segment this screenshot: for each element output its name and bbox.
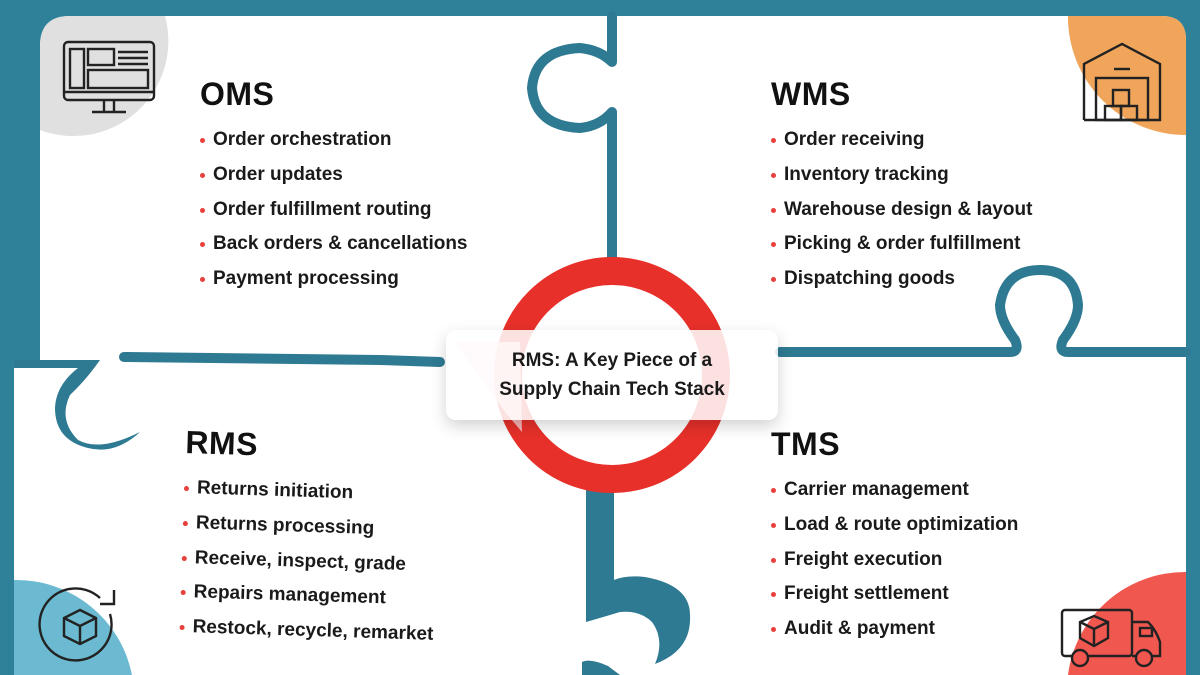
bullet-icon: [771, 172, 776, 178]
list-item: Freight execution: [771, 543, 1018, 578]
bullet-icon: [183, 485, 190, 492]
list-item: Order receiving: [771, 123, 1032, 158]
rms-corner-circle: [14, 579, 132, 675]
wms-title: WMS: [771, 76, 851, 112]
bullet-icon: [771, 207, 776, 213]
rms-section: RMS Returns initiation Returns processin…: [179, 424, 440, 653]
list-item: Carrier management: [771, 473, 1018, 508]
tms-corner-circle: [1068, 571, 1186, 675]
wms-section: WMS Order receiving Inventory tracking W…: [771, 76, 1032, 297]
bullet-icon: [200, 242, 205, 248]
list-item: Picking & order fulfillment: [771, 227, 1032, 262]
list-item: Dispatching goods: [771, 262, 1032, 297]
tms-section: TMS Carrier management Load & route opti…: [771, 426, 1018, 647]
bullet-icon: [771, 138, 776, 143]
wms-list: Order receiving Inventory tracking Wareh…: [771, 123, 1032, 297]
divider-right-horizontal: [775, 265, 1191, 357]
bullet-icon: [200, 172, 205, 178]
divider-bottom-tail: [582, 660, 620, 675]
bullet-icon: [179, 625, 185, 631]
list-item: Load & route optimization: [771, 508, 1018, 543]
tms-list: Carrier management Load & route optimiza…: [771, 473, 1018, 647]
bullet-icon: [771, 488, 776, 493]
wms-corner-circle: [1067, 16, 1186, 135]
callout-line-2: Supply Chain Tech Stack: [499, 379, 725, 400]
divider-left-crescent: [14, 360, 140, 450]
tms-title: TMS: [771, 426, 841, 462]
bullet-icon: [200, 207, 205, 213]
bullet-icon: [182, 520, 188, 526]
warehouse-icon: [1082, 42, 1162, 122]
oms-list: Order orchestration Order updates Order …: [200, 123, 468, 297]
bullet-icon: [200, 277, 205, 283]
oms-corner-circle: [40, 16, 169, 137]
rms-title: RMS: [184, 424, 259, 463]
bullet-icon: [181, 555, 187, 561]
divider-bottom-knob: [586, 490, 691, 664]
oms-section: OMS Order orchestration Order updates Or…: [200, 76, 468, 297]
divider-left-horizontal: [119, 352, 445, 367]
bullet-icon: [180, 590, 186, 596]
list-item: Order orchestration: [200, 123, 468, 158]
bullet-icon: [771, 592, 776, 598]
list-item: Warehouse design & layout: [771, 193, 1032, 228]
bullet-icon: [771, 277, 776, 283]
rms-list: Returns initiation Returns processing Re…: [179, 471, 438, 653]
monitor-icon: [62, 40, 156, 114]
return-box-icon: [38, 587, 116, 662]
bullet-icon: [771, 627, 776, 633]
list-item: Order updates: [200, 158, 468, 193]
callout-line-1: RMS: A Key Piece of a: [511, 350, 713, 371]
list-item: Order fulfillment routing: [200, 193, 468, 228]
delivery-truck-icon: [1060, 608, 1162, 668]
bullet-icon: [200, 138, 205, 143]
list-item: Inventory tracking: [771, 158, 1032, 193]
bullet-icon: [771, 522, 776, 528]
center-callout: RMS: A Key Piece of a Supply Chain Tech …: [446, 330, 778, 420]
list-item: Back orders & cancellations: [200, 227, 468, 262]
bullet-icon: [771, 242, 776, 248]
list-item: Audit & payment: [771, 612, 1018, 647]
bullet-icon: [771, 557, 776, 563]
divider-top-vertical: [527, 11, 617, 265]
list-item: Payment processing: [200, 262, 468, 297]
list-item: Freight settlement: [771, 577, 1018, 612]
oms-title: OMS: [200, 76, 275, 112]
